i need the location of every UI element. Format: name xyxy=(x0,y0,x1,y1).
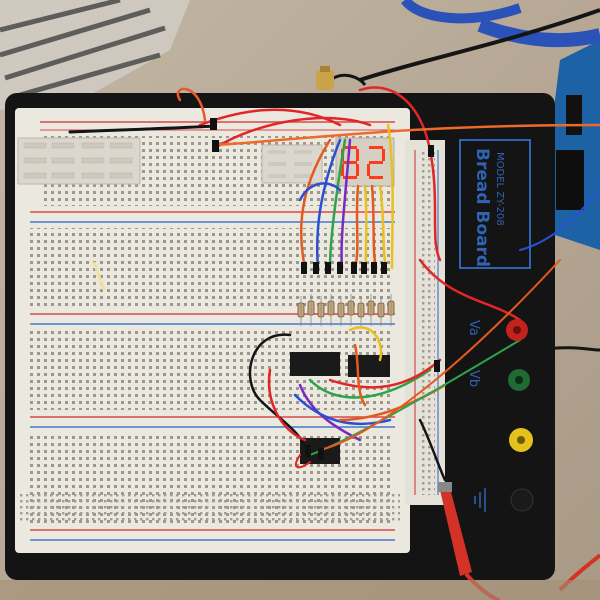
binding-post-icon xyxy=(506,319,534,512)
seven-segment-display-icon xyxy=(17,137,141,185)
sma-connector-icon xyxy=(316,66,334,90)
brand-panel: Bread Board MODEL ZY-208 xyxy=(459,139,531,269)
logo-line2: MODEL ZY-208 xyxy=(494,152,505,226)
power-rails xyxy=(30,121,439,541)
terminal-label-va: Va xyxy=(466,320,481,336)
hole-grid xyxy=(18,136,435,524)
logo-line1: Bread Board xyxy=(472,148,492,267)
plastic-bag xyxy=(0,0,190,110)
resistor-icon xyxy=(297,294,395,326)
terminal-label-vb: Vb xyxy=(466,370,481,387)
seven-segment-display-icon xyxy=(261,144,323,184)
